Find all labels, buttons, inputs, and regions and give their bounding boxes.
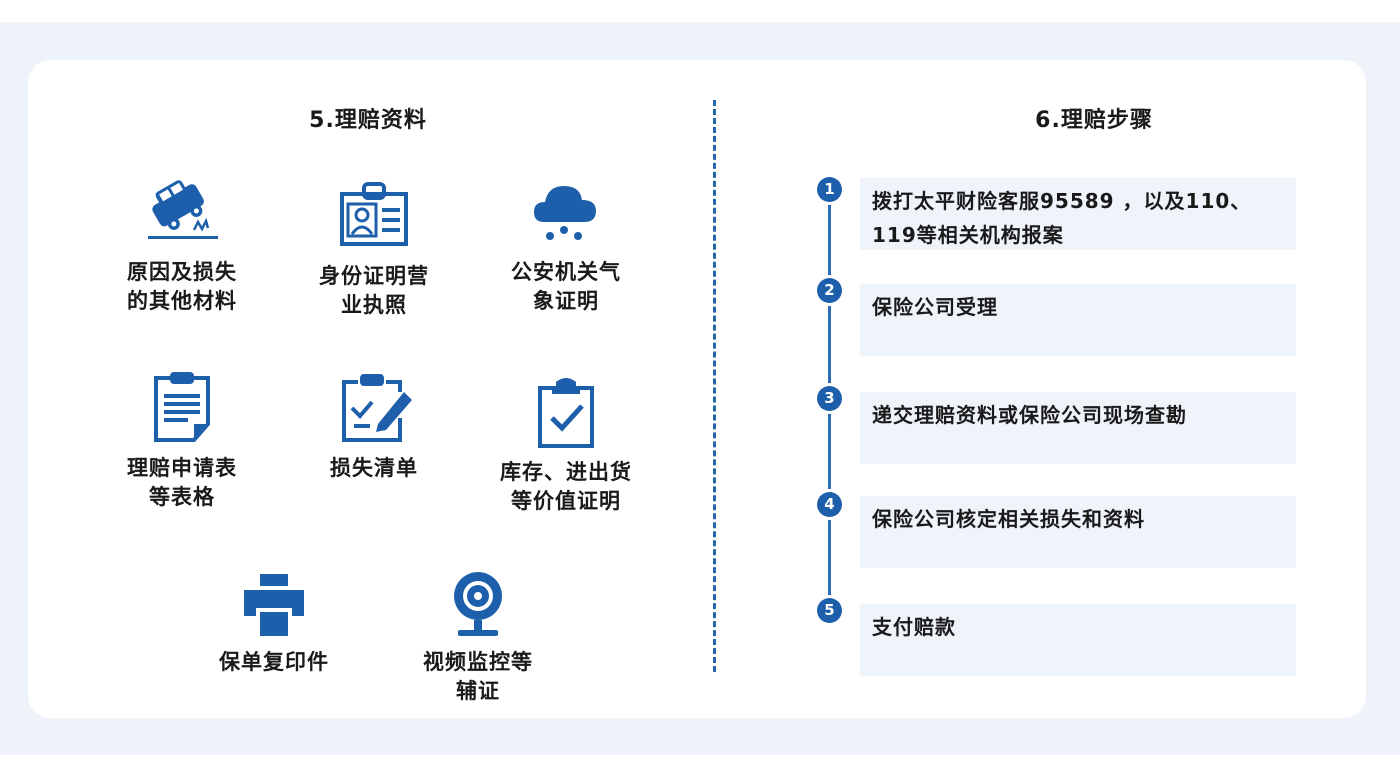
step-box-2: 保险公司受理 [860,284,1296,356]
weather-cloud-icon [534,186,596,240]
checked-clipboard-icon [538,378,594,448]
step-box-5: 支付赔款 [860,604,1296,676]
step-box-4: 保险公司核定相关损失和资料 [860,496,1296,568]
step-number-1: 1 [817,177,842,202]
edit-checklist-icon [342,374,412,442]
step-number-5: 5 [817,598,842,623]
content-card: 5.理赔资料 原因及损失 的其他材料 [28,60,1366,718]
webcam-icon [454,572,502,636]
claim-steps-title: 6.理赔步骤 [944,102,1244,138]
printer-icon [244,574,304,636]
step-number-3: 3 [817,386,842,411]
overturned-car-icon [148,180,218,239]
step-box-3: 递交理赔资料或保险公司现场查勘 [860,392,1296,464]
section-divider [713,100,716,672]
step-number-2: 2 [817,278,842,303]
form-document-icon [154,372,210,442]
claim-materials-title: 5.理赔资料 [218,102,518,138]
id-card-icon [340,182,408,246]
step-number-4: 4 [817,492,842,517]
step-box-1: 拨打太平财险客服95589 ，以及110、119等相关机构报案 [860,178,1296,250]
